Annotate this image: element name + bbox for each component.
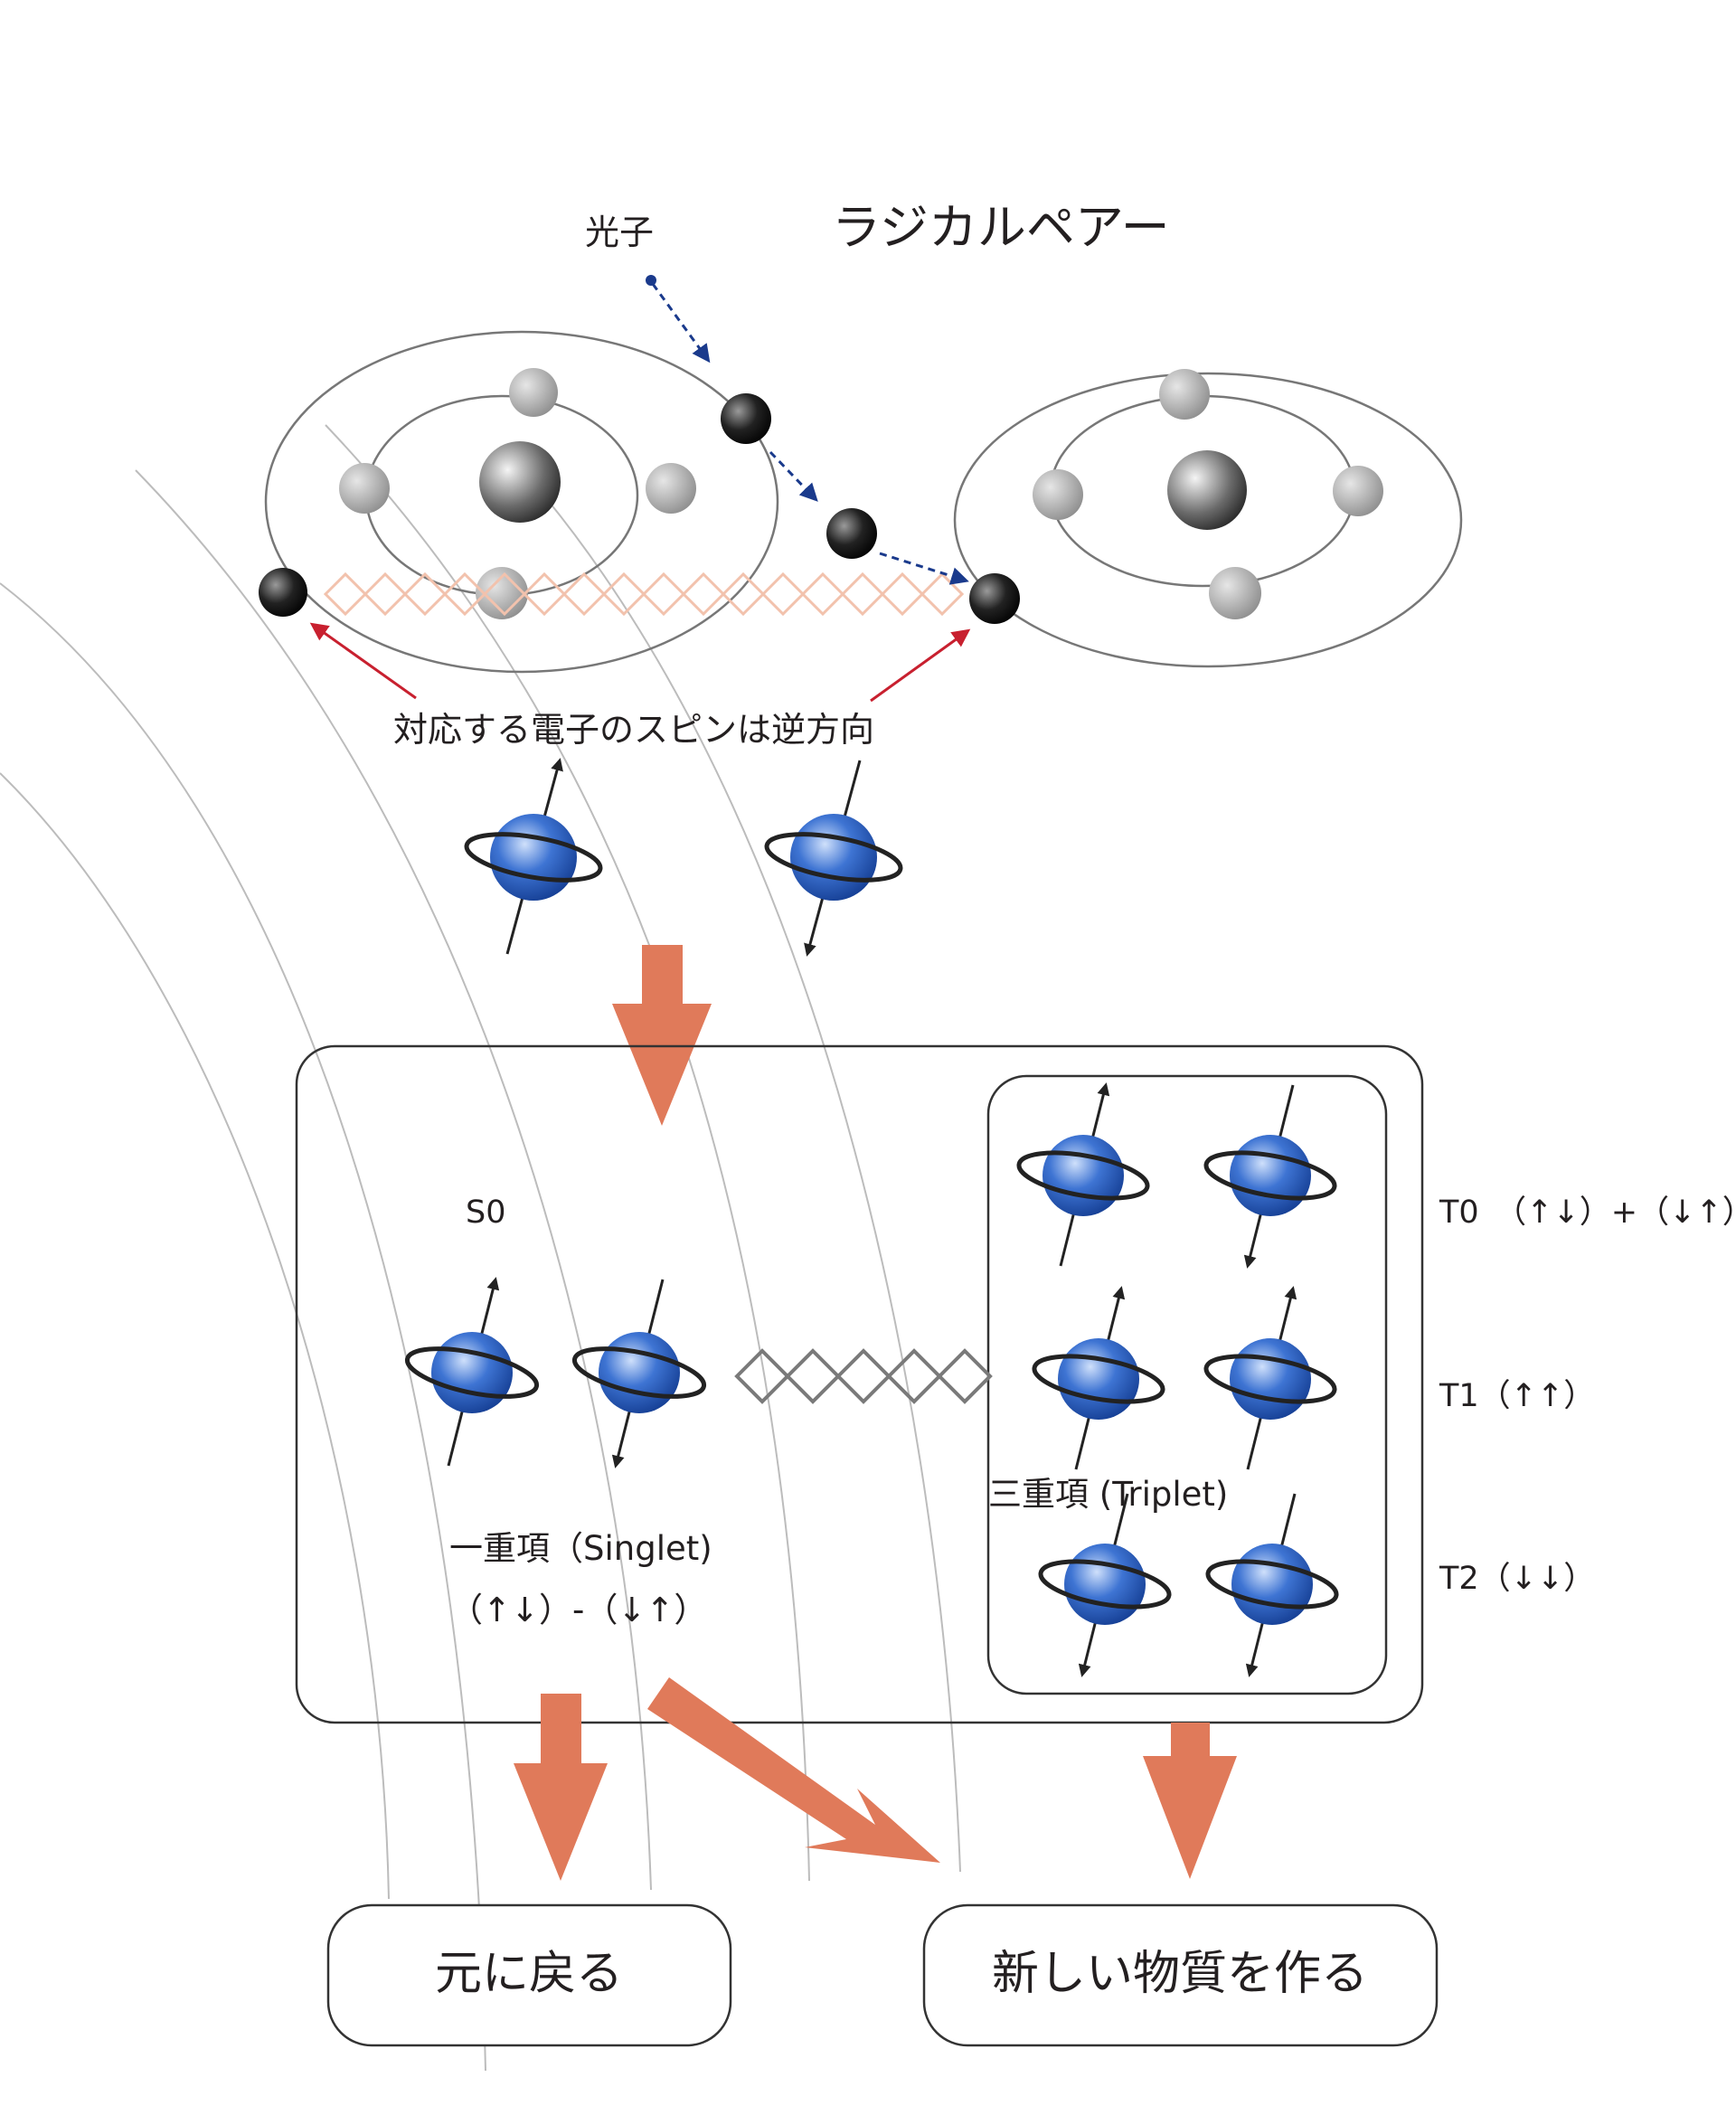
photon-dot xyxy=(646,275,656,286)
spinning-electron-icon xyxy=(1203,1084,1337,1269)
t0-label: T0 （↑↓）+（↓↑） xyxy=(1439,1194,1736,1231)
thick-arrow-icon xyxy=(1143,1723,1237,1879)
spinning-electron-icon xyxy=(1016,1082,1150,1267)
opposite-spin-pointers xyxy=(309,622,971,703)
radical-pair-title: ラジカルペアー xyxy=(832,199,1170,256)
right-atom xyxy=(953,369,1463,668)
spinning-electron-icon xyxy=(1032,1286,1165,1470)
spinning-electron-icon xyxy=(571,1279,707,1468)
spinning-electron-icon xyxy=(404,1277,540,1467)
dashed-arrow-icon xyxy=(769,450,818,502)
singlet-triplet-chain xyxy=(734,1348,993,1404)
spin-correlation-chain xyxy=(323,571,965,617)
spinning-electron-icon xyxy=(1038,1493,1172,1677)
photon-label: 光子 xyxy=(585,212,654,252)
spinning-electron-icon xyxy=(764,760,903,957)
background-arcs xyxy=(0,424,961,2072)
outcome-return-box: 元に戻る xyxy=(326,1903,732,2047)
thick-arrow-icon xyxy=(647,1677,940,1863)
s0-label: S0 xyxy=(466,1194,506,1231)
singlet-name-label: 一重項（Singlet) xyxy=(449,1529,712,1568)
dashed-arrow-icon xyxy=(651,283,711,364)
outcome-new-substance-box: 新しい物質を作る xyxy=(922,1903,1439,2047)
dashed-arrow-icon xyxy=(879,552,969,585)
triplet-box xyxy=(986,1074,1388,1695)
spinning-electron-icon xyxy=(1203,1286,1337,1470)
spinning-electron-icon xyxy=(464,758,603,955)
triplet-name-label: 三重項 (Triplet) xyxy=(988,1475,1228,1514)
t1-label: T1（↑↑） xyxy=(1439,1378,1595,1414)
opposite-spin-label: 対応する電子のスピンは逆方向 xyxy=(393,710,874,750)
thick-arrow-icon xyxy=(514,1694,608,1881)
thick-arrow-icon xyxy=(612,945,712,1126)
spinning-electron-icon xyxy=(1205,1493,1339,1677)
outcome-return-label: 元に戻る xyxy=(435,1947,623,2001)
singlet-formula-label: （↑↓）-（↓↑） xyxy=(449,1591,707,1629)
outcome-new-substance-label: 新しい物質を作る xyxy=(992,1947,1368,2001)
spin-state-box xyxy=(295,1044,1424,1724)
photon-path xyxy=(646,275,969,585)
t2-label: T2（↓↓） xyxy=(1439,1561,1595,1597)
radical-electrons xyxy=(259,393,1020,624)
left-atom xyxy=(264,330,779,674)
